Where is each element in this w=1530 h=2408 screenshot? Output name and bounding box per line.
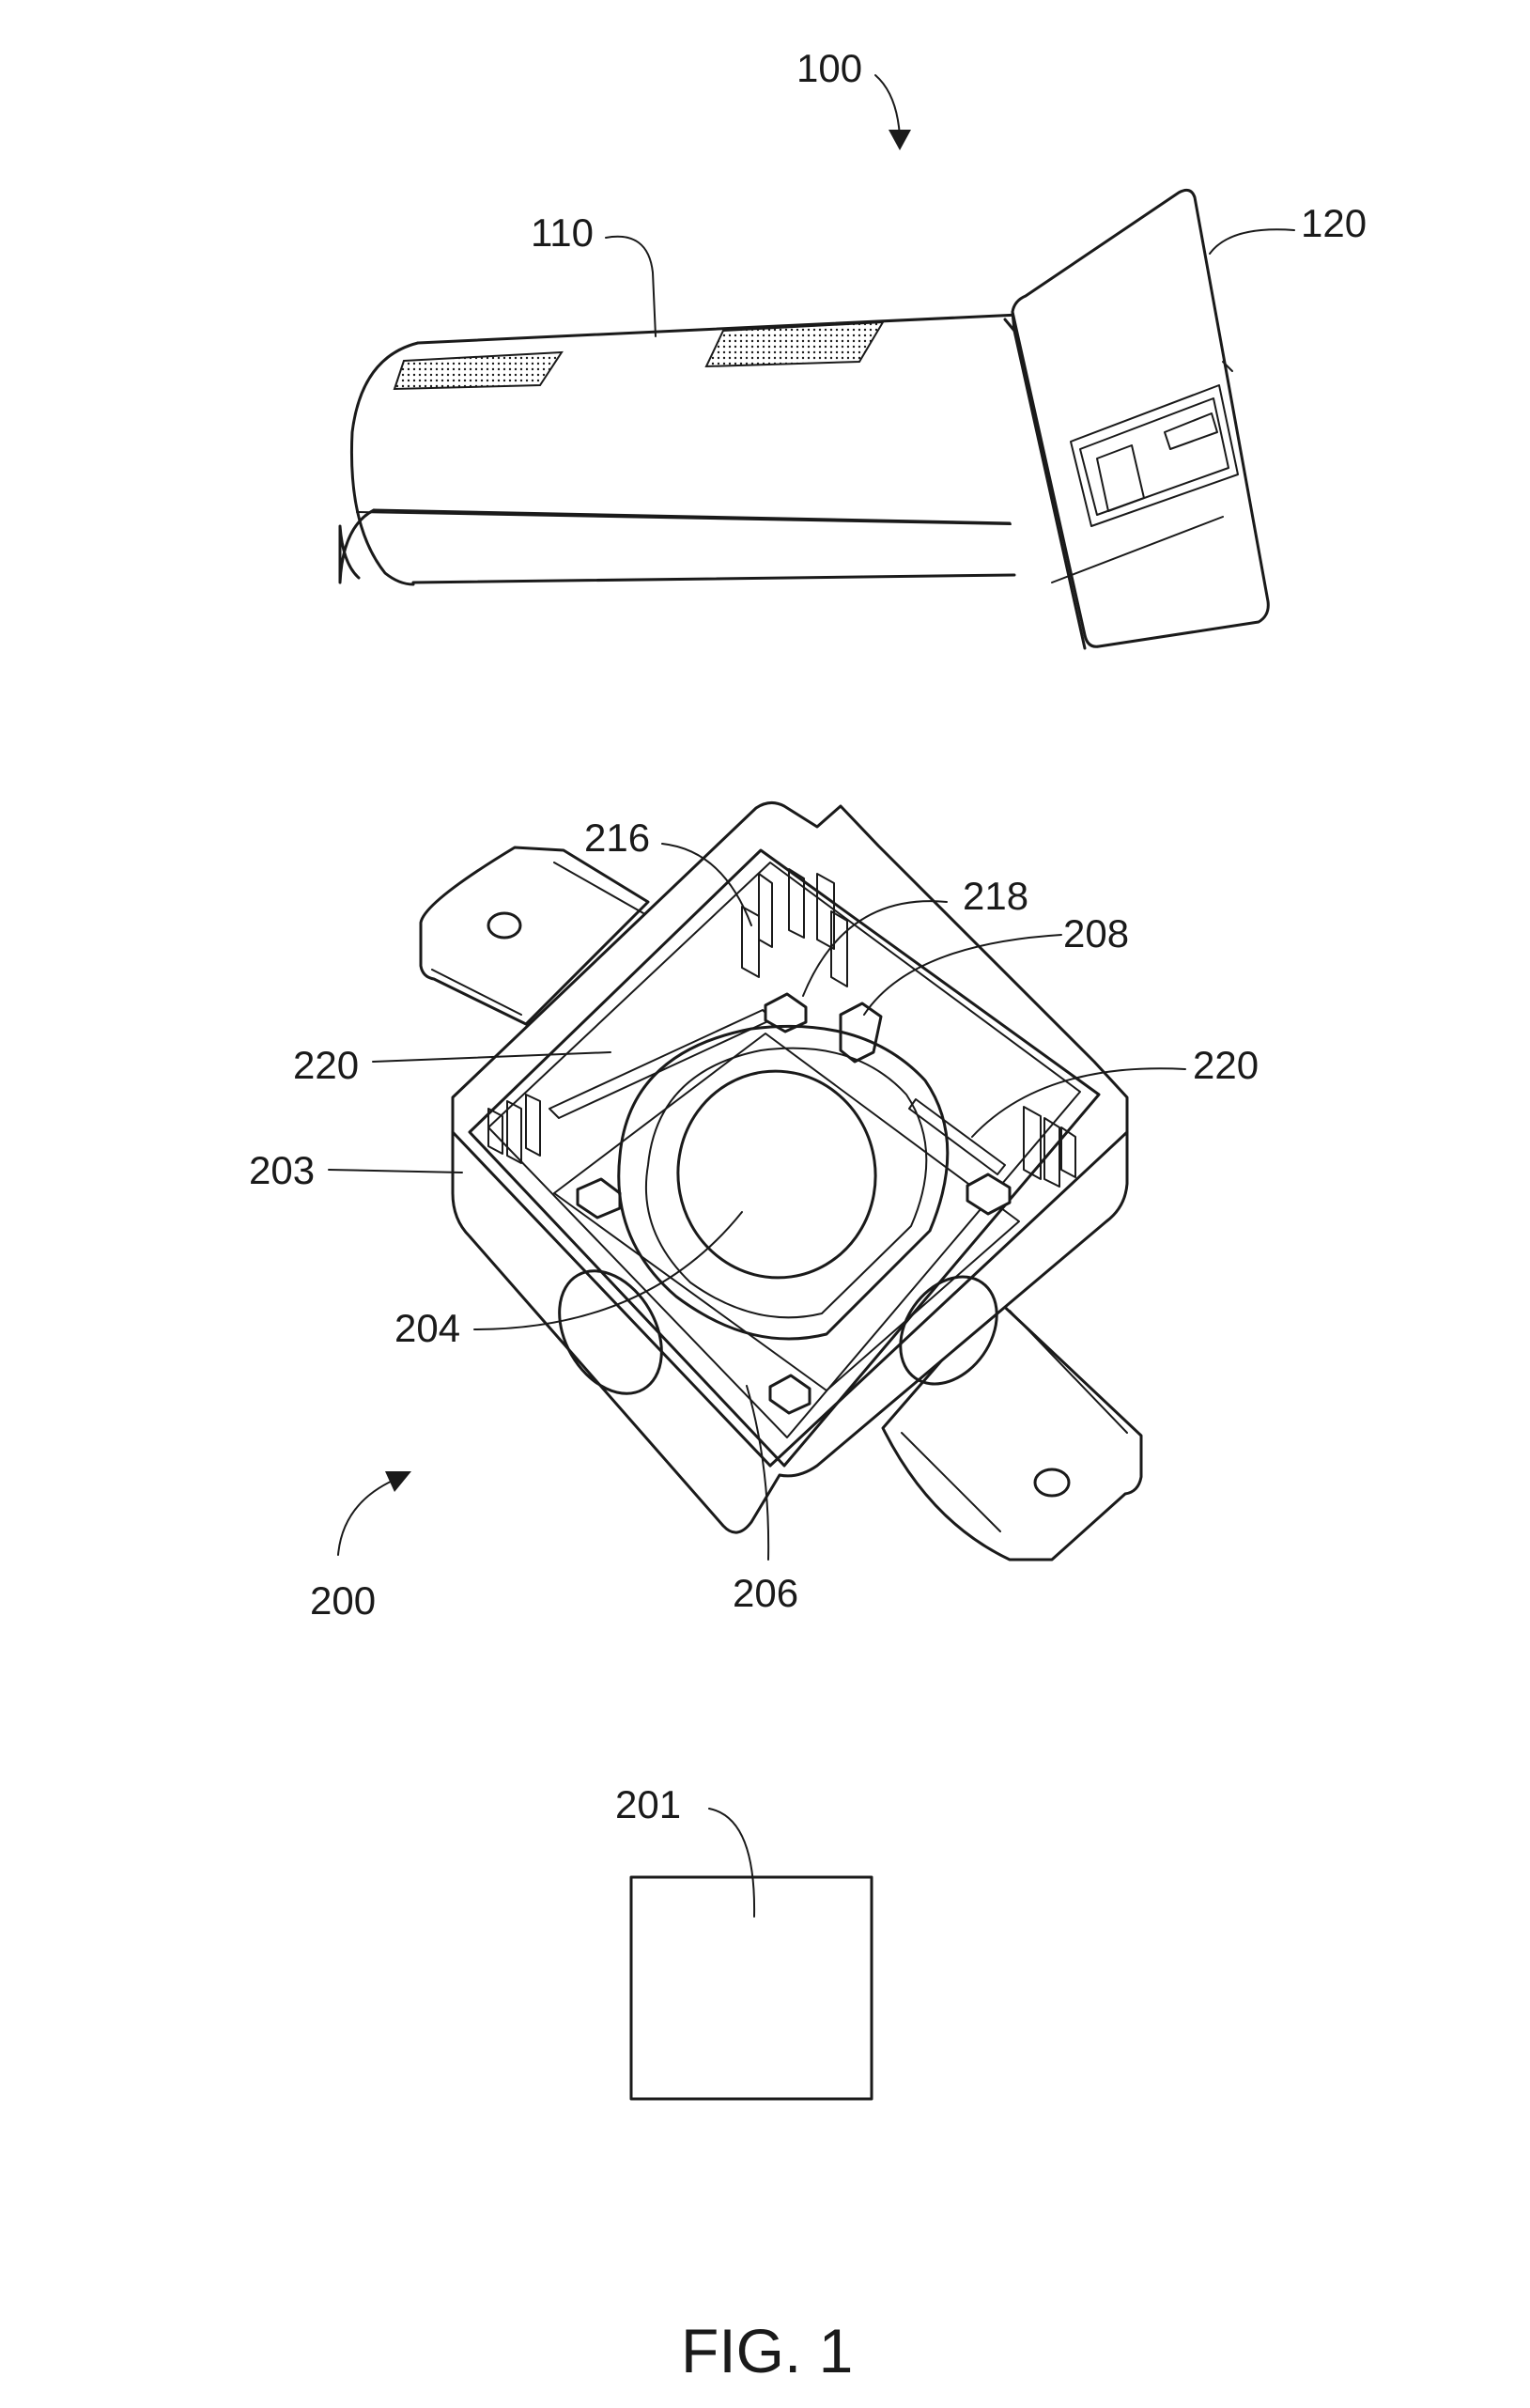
- label-110: 110: [531, 210, 594, 255]
- label-203: 203: [249, 1148, 315, 1192]
- component-201: [629, 1875, 873, 2101]
- plate-120: [1003, 188, 1270, 650]
- label-220-right: 220: [1193, 1043, 1259, 1087]
- leader-lines: [328, 74, 1295, 1918]
- label-120: 120: [1301, 201, 1367, 245]
- label-204: 204: [394, 1306, 460, 1350]
- label-200: 200: [310, 1578, 376, 1623]
- label-220-left: 220: [293, 1043, 359, 1087]
- reference-labels: 100 110 120 216 218 208 220 220 203 204 …: [249, 46, 1367, 2385]
- posts-right: [1023, 1106, 1076, 1188]
- label-216: 216: [584, 816, 650, 860]
- recess-204: [676, 1069, 877, 1280]
- housing-200: [419, 801, 1143, 1561]
- label-100: 100: [796, 46, 862, 90]
- label-208: 208: [1063, 911, 1129, 955]
- connector-window: [1070, 384, 1239, 527]
- grip-texture-right: [704, 320, 885, 368]
- mounting-tab-bottom: [881, 1297, 1143, 1561]
- mounting-tab-top: [419, 846, 650, 1026]
- label-218: 218: [963, 874, 1028, 918]
- posts-216: [741, 868, 848, 987]
- cylinder-body-110: [338, 313, 1021, 586]
- grip-texture-left: [393, 350, 564, 391]
- figure-caption: FIG. 1: [681, 2316, 853, 2385]
- contact-218: [764, 992, 808, 1033]
- side-port-right: [899, 1275, 998, 1386]
- device-100: [338, 188, 1270, 650]
- rail-220-right: [908, 1098, 1006, 1175]
- label-201: 201: [615, 1782, 681, 1826]
- label-206: 206: [733, 1571, 798, 1615]
- contact-208: [839, 1002, 883, 1064]
- posts-left: [487, 1094, 541, 1164]
- side-port-left: [558, 1269, 663, 1395]
